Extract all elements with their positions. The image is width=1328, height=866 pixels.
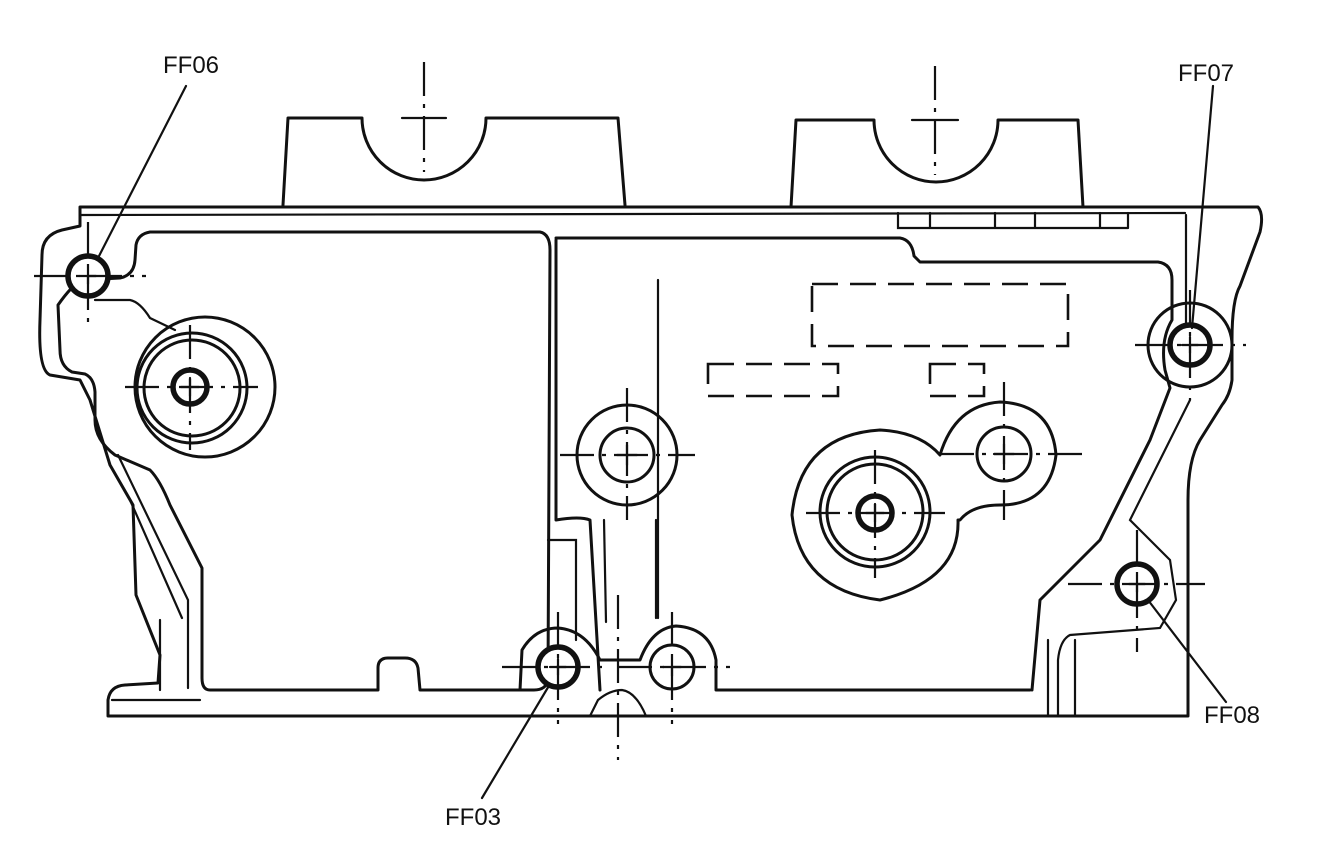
bottom-notch [588,688,648,718]
right-chamber [554,236,1174,692]
cam-tower-left [281,116,627,207]
top-rail [78,211,1187,217]
label-ff03: FF03 [445,804,502,831]
cam-tower-right [789,118,1085,209]
head-outline [38,205,1264,718]
leader-ff07 [1190,84,1215,330]
label-ff06: FF06 [163,52,220,79]
lower-bosses [518,624,1032,692]
leader-ff08 [1146,598,1228,704]
left-side-wall [116,453,190,690]
crosshairs [34,222,1246,724]
hidden-port-right [928,362,986,398]
ribs [896,211,1130,230]
left-boss [93,298,177,332]
left-foot [110,618,202,702]
right-boss-outline [790,400,1058,602]
hidden-port-top [810,282,1070,348]
leader-ff03 [480,682,552,800]
lower-channel [546,518,658,642]
hidden-port-left [706,362,840,398]
leader-ff06 [96,84,188,260]
center-wall [554,238,602,692]
label-ff07: FF07 [1178,60,1235,87]
label-ff08: FF08 [1204,702,1261,729]
right-inner-wall [1046,398,1192,718]
